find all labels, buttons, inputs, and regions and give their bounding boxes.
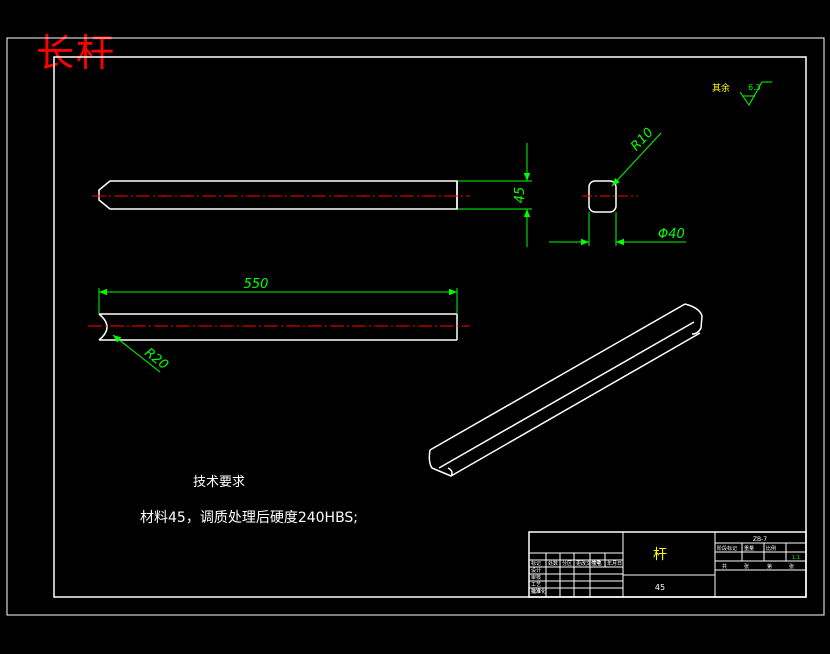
title-block-sheet-label: 张: [789, 563, 794, 570]
top-view: [98, 313, 458, 341]
title-block-sheet-label: 第: [767, 563, 772, 570]
length-dimension: [98, 288, 458, 373]
title-block-right-label: 阶段标记: [717, 545, 737, 552]
height-dimension: [458, 143, 532, 247]
section-dimensions: [549, 132, 686, 246]
title-block-header-row: 标记处数分区更改文件号签名年月日: [531, 560, 622, 567]
roughness-value: 6.3: [748, 83, 761, 92]
dim-corner-radius-label: R10: [628, 125, 656, 154]
title-block-header-label: 标记: [531, 560, 541, 567]
title-block-right-label: 重量: [744, 545, 754, 552]
title-block-role-label: 设计: [531, 567, 541, 574]
title-block-role-label: 批准: [531, 588, 541, 595]
inner-frame: [53, 56, 807, 598]
title-block-header-label: 更改文件号: [576, 560, 601, 567]
title-block: [528, 531, 807, 598]
title-block-right-label: 比例: [766, 545, 776, 552]
title-block-header-label: 年月日: [607, 560, 622, 567]
isometric-view: [428, 303, 703, 477]
part-name: 杆: [653, 547, 667, 563]
dim-diameter-label: Φ40: [658, 227, 685, 242]
title-block-sheet-labels: 共张第张: [722, 563, 794, 570]
front-view: [98, 180, 458, 210]
title-block-right-labels: 阶段标记重量 比例: [717, 545, 776, 552]
dim-length-label: 550: [244, 277, 269, 292]
tech-requirements-line-1: 材料45，调质处理后硬度240HBS;: [140, 510, 358, 526]
dim-height-label: 45: [513, 187, 528, 204]
tech-requirements-title: 技术要求: [193, 475, 245, 490]
title-block-role-label: 审核: [531, 574, 541, 581]
title-block-role-label: 工艺: [531, 582, 541, 588]
part-material: 45: [655, 583, 665, 592]
title-block-role-label: 标准化: [531, 588, 546, 595]
title-block-header-label: 处数: [548, 560, 558, 567]
title-block-sheet-label: 共: [722, 563, 727, 570]
title-block-sheet-label: 张: [744, 563, 749, 570]
outer-frame: [6, 37, 825, 616]
scale-value: 1:1: [792, 555, 800, 561]
roughness-label: 其余: [712, 82, 730, 94]
title-block-header-label: 分区: [562, 560, 572, 567]
drawing-title: 长杆: [36, 31, 117, 75]
roughness-symbol-icon: [739, 81, 772, 106]
title-block-header-label: 签名: [592, 560, 602, 567]
drawing-number: ZB-7: [753, 536, 767, 543]
